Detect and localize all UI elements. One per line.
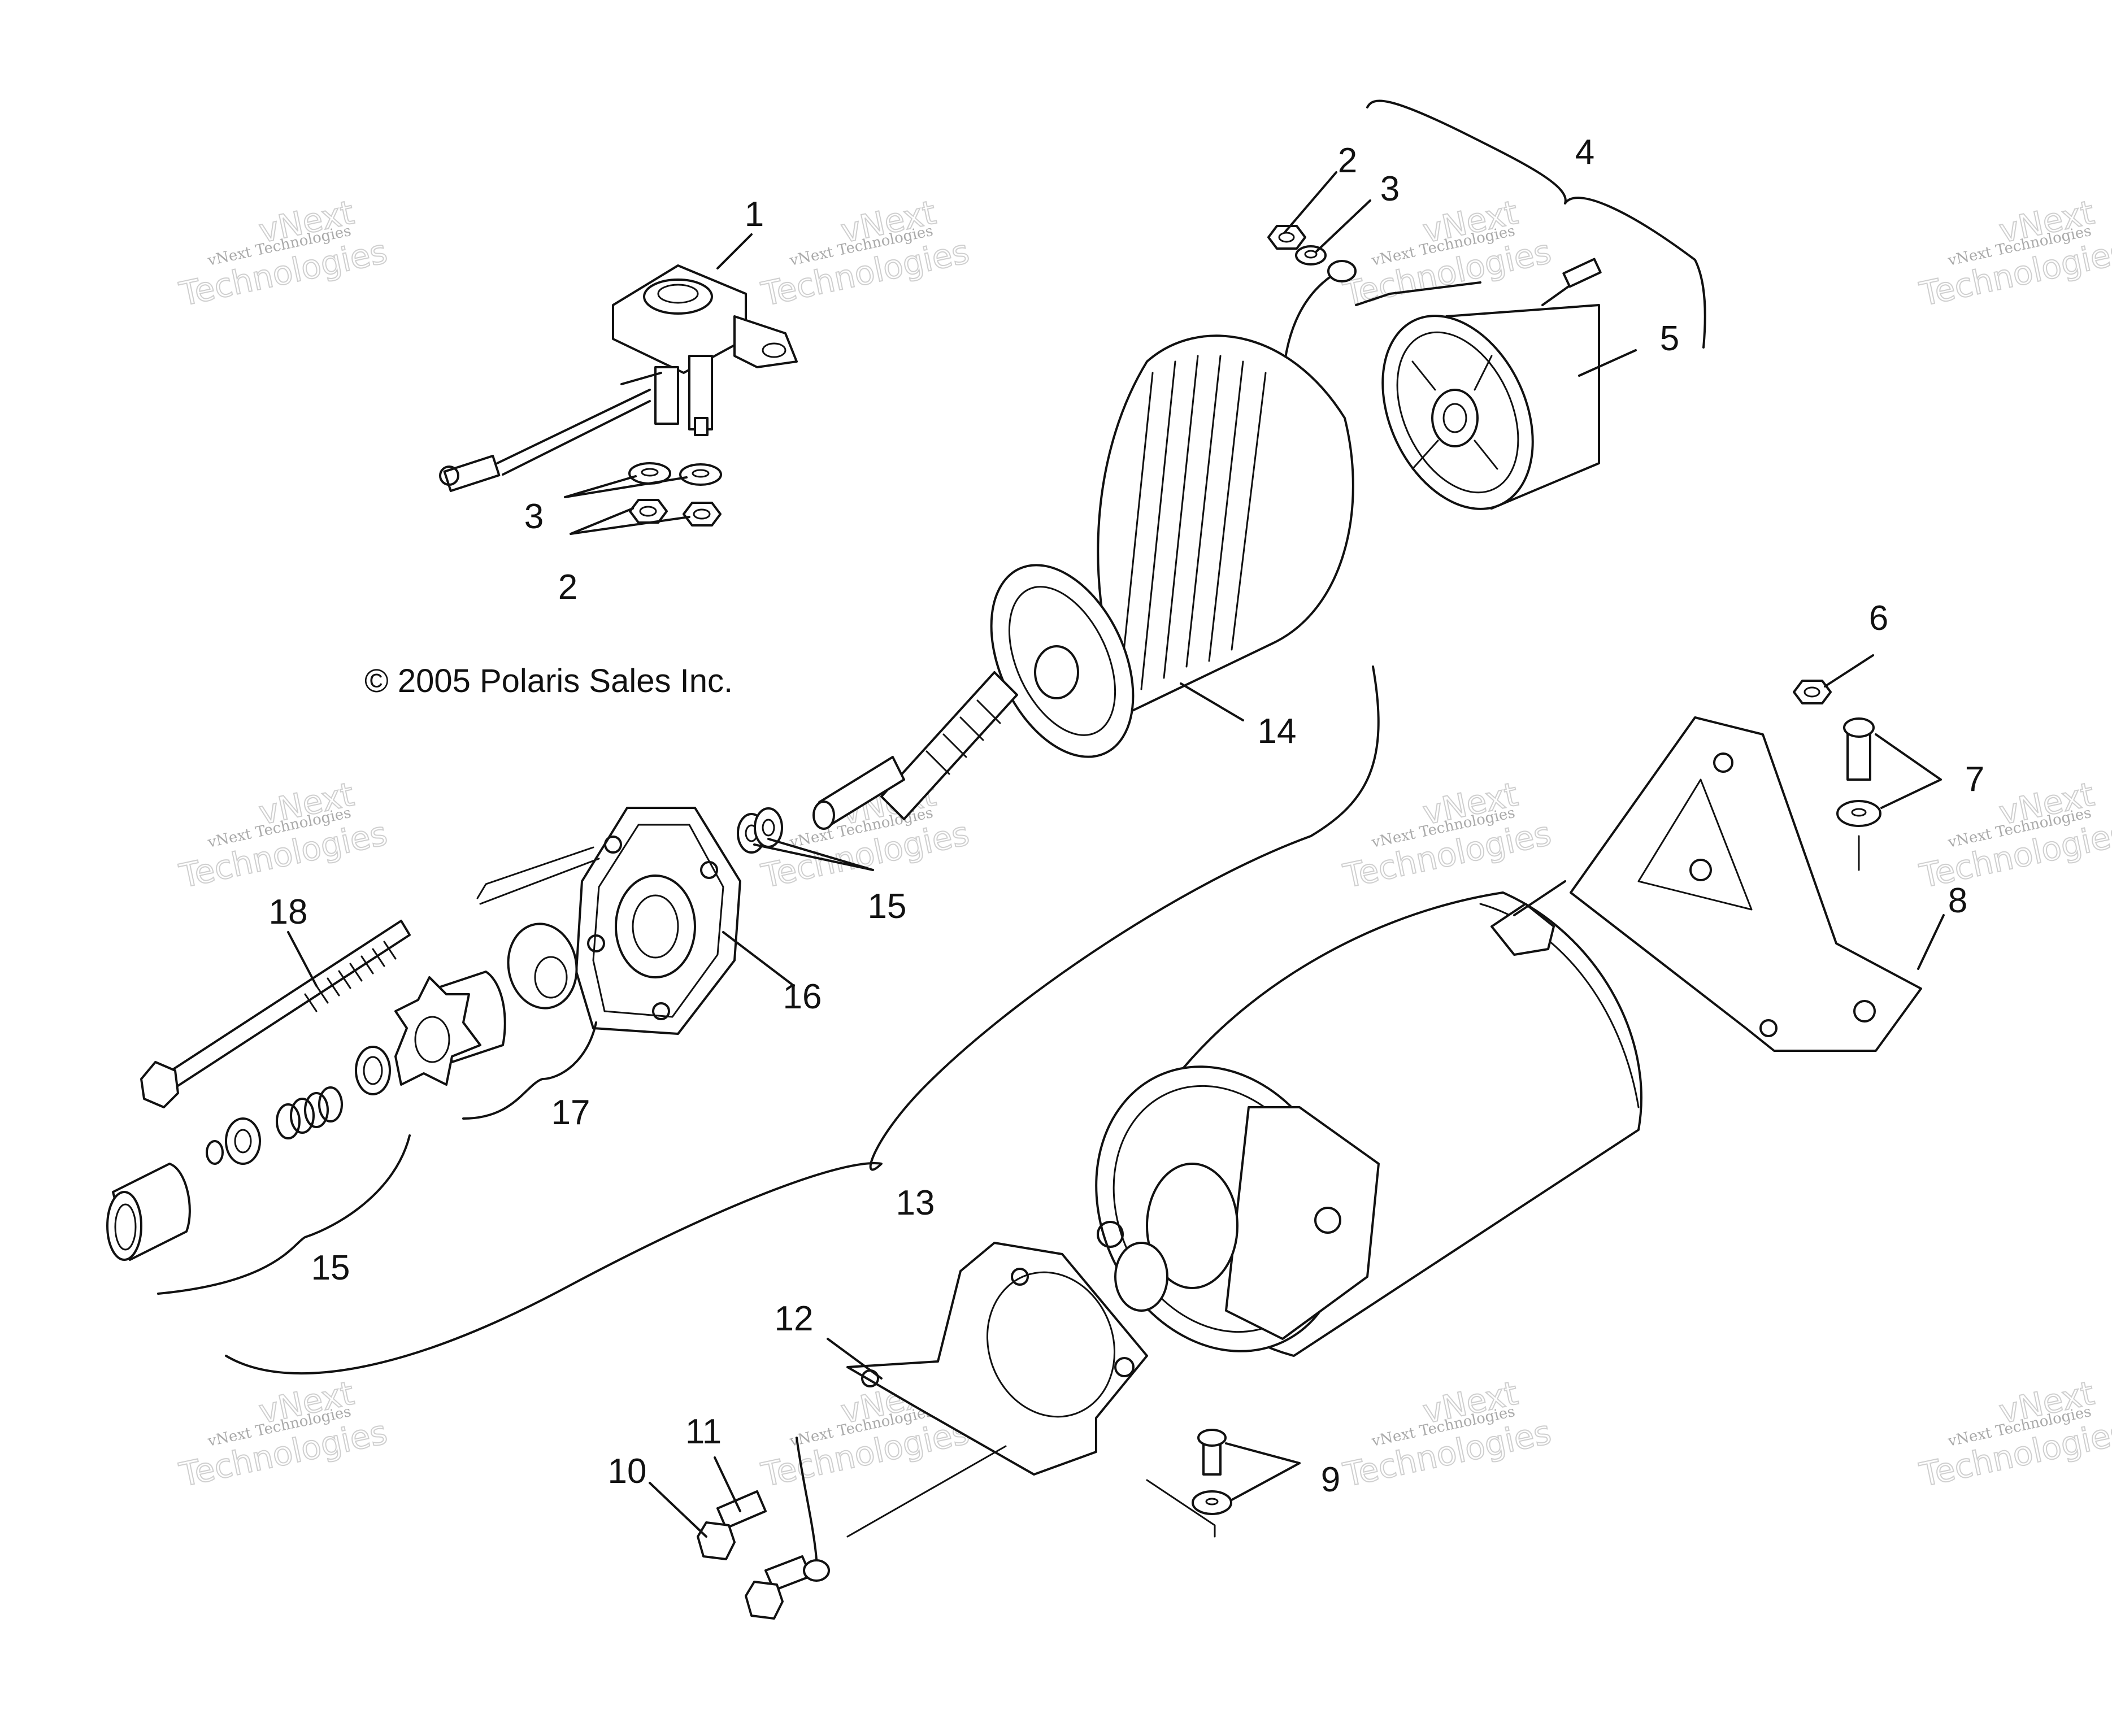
callout-6: 6 xyxy=(1869,599,1888,638)
callout-10: 10 xyxy=(608,1452,647,1491)
leader-lines xyxy=(287,171,1945,1538)
callout-12: 12 xyxy=(775,1299,814,1338)
armature-part-14 xyxy=(812,334,1354,830)
callout-11: 11 xyxy=(685,1412,722,1451)
callout-14: 14 xyxy=(1258,712,1297,751)
screw-washer-part-9 xyxy=(1146,1429,1232,1538)
thrust-washers-right xyxy=(737,807,783,854)
bolts-parts-10-11 xyxy=(697,1437,830,1620)
callout-2-top: 2 xyxy=(1338,141,1357,180)
callout-15-left: 15 xyxy=(311,1248,350,1287)
solenoid-part-1 xyxy=(439,264,798,493)
callout-16: 16 xyxy=(783,977,822,1016)
watermark: vNext vNext Technologies Technologies xyxy=(1916,775,2112,896)
watermark: vNext vNext Technologies Technologies xyxy=(176,1373,392,1495)
callout-5: 5 xyxy=(1660,319,1679,358)
front-cover-part-16 xyxy=(507,807,741,1035)
pinion-spring-stack xyxy=(106,1046,391,1261)
callout-3-left: 3 xyxy=(524,497,544,536)
watermark: vNext vNext Technologies Technologies xyxy=(758,193,974,314)
washers-nuts-group-left xyxy=(628,462,722,527)
end-cap-part-5 xyxy=(1355,258,1602,510)
callout-2-left: 2 xyxy=(558,568,577,607)
callout-17: 17 xyxy=(551,1093,590,1132)
callout-1: 1 xyxy=(745,195,764,234)
callout-18: 18 xyxy=(269,893,308,932)
watermark: vNext vNext Technologies Technologies xyxy=(1916,1373,2112,1495)
brace-lines xyxy=(157,99,1706,1375)
watermark: vNext vNext Technologies Technologies xyxy=(1916,193,2112,314)
watermark: vNext vNext Technologies Technologies xyxy=(176,775,392,896)
callout-15-right: 15 xyxy=(868,887,907,926)
mounting-bracket-part-8 xyxy=(1570,716,1922,1052)
watermark: vNext vNext Technologies Technologies xyxy=(1340,1373,1555,1495)
watermark: vNext vNext Technologies Technologies xyxy=(1340,775,1555,896)
watermark: vNext vNext Technologies Technologies xyxy=(176,193,392,314)
through-bolt-part-18 xyxy=(140,846,600,1108)
callout-13: 13 xyxy=(896,1184,935,1222)
copyright-notice: © 2005 Polaris Sales Inc. xyxy=(364,663,733,699)
starter-motor-body xyxy=(1095,880,1642,1357)
callout-labels: 1 2 3 2 3 4 5 6 7 8 9 10 11 12 13 14 15 … xyxy=(269,133,1985,1499)
callout-7: 7 xyxy=(1965,760,1984,799)
callout-3-top: 3 xyxy=(1380,169,1400,208)
callout-9: 9 xyxy=(1321,1460,1340,1499)
callout-8: 8 xyxy=(1948,881,1967,920)
callout-4: 4 xyxy=(1575,133,1594,172)
front-bracket-part-12 xyxy=(846,1242,1148,1538)
drive-gear-part-17 xyxy=(394,971,506,1086)
bracket-fasteners xyxy=(1793,680,1881,871)
